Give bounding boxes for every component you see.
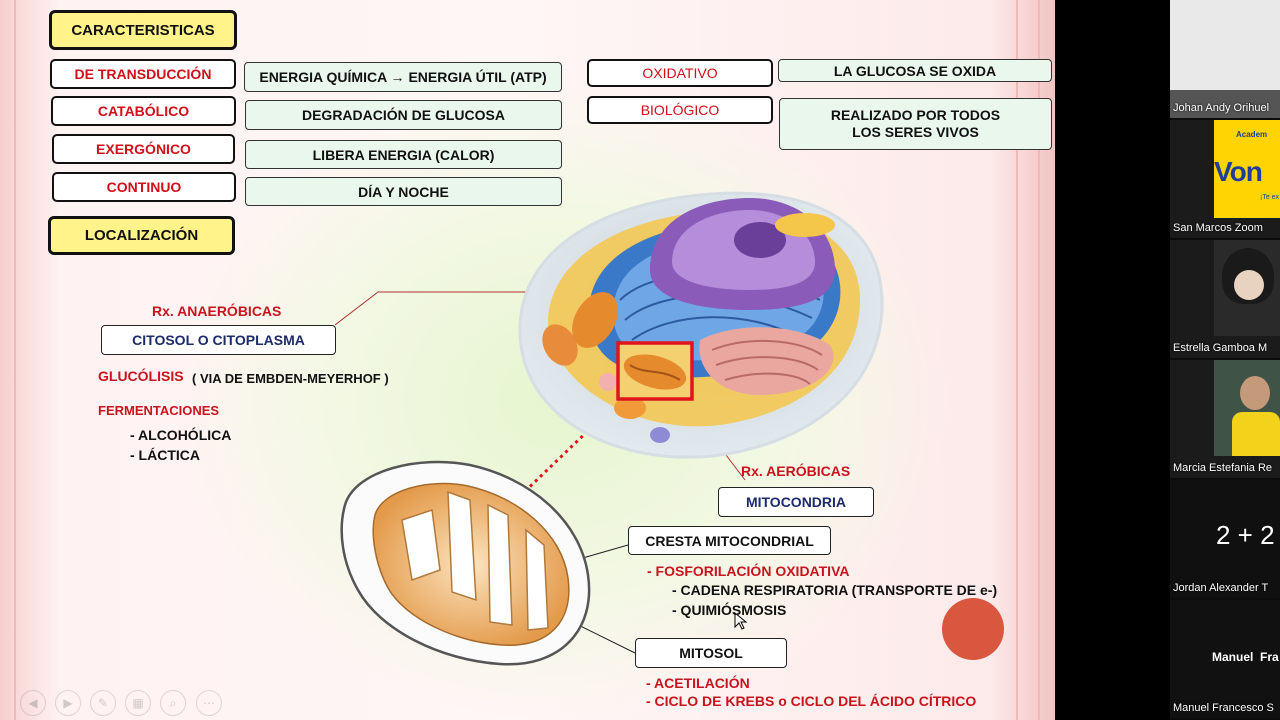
participant-name: Johan Andy Orihuel bbox=[1173, 102, 1270, 114]
cadena-respiratoria: - CADENA RESPIRATORIA (TRANSPORTE DE e-) bbox=[672, 582, 998, 598]
mitosol-box: MITOSOL bbox=[635, 638, 787, 668]
term-biologico: BIOLÓGICO bbox=[587, 96, 773, 124]
term-de-transduccion: DE TRANSDUCCIÓN bbox=[50, 59, 236, 89]
acetilacion: - ACETILACIÓN bbox=[646, 675, 750, 691]
participant-tile-4[interactable]: Marcia Estefania Re bbox=[1170, 360, 1280, 480]
quimiosmosis: - QUIMIÓSMOSIS bbox=[672, 602, 787, 618]
mitochondrion-illustration bbox=[340, 460, 591, 666]
term-oxidativo: OXIDATIVO bbox=[587, 59, 773, 87]
participant-name: San Marcos Zoom bbox=[1173, 222, 1263, 234]
location-citosol: CITOSOL O CITOPLASMA bbox=[101, 325, 336, 355]
logo-top-text: Academ bbox=[1236, 130, 1268, 139]
desc-biologico: REALIZADO POR TODOS LOS SERES VIVOS bbox=[779, 98, 1052, 150]
presentation-slide: CARACTERISTICAS DE TRANSDUCCIÓN CATABÓLI… bbox=[0, 0, 1055, 720]
tile-text: Manuel Fra bbox=[1212, 650, 1279, 664]
participant-video bbox=[1214, 360, 1280, 456]
animal-cell-illustration bbox=[518, 191, 884, 459]
cresta-mitocondrial-box: CRESTA MITOCONDRIAL bbox=[628, 526, 831, 555]
play-icon[interactable]: ▶ bbox=[55, 690, 81, 716]
participant-video bbox=[1214, 240, 1280, 336]
aerobic-heading: Rx. AERÓBICAS bbox=[741, 463, 851, 479]
more-icon[interactable]: ⋯ bbox=[196, 690, 222, 716]
term-continuo: CONTINUO bbox=[52, 172, 236, 202]
glucolisis-label: GLUCÓLISIS bbox=[98, 368, 184, 384]
logo-tag-text: ¡Te ex bbox=[1260, 194, 1280, 201]
desc-exergonico: LIBERA ENERGIA (CALOR) bbox=[245, 140, 562, 169]
ferm-lactica: - LÁCTICA bbox=[130, 447, 200, 463]
logo-text: Von bbox=[1214, 156, 1263, 187]
term-catabolico: CATABÓLICO bbox=[51, 96, 236, 126]
participant-tile-1[interactable]: Johan Andy Orihuel bbox=[1170, 0, 1280, 120]
term-exergonico: EXERGÓNICO bbox=[52, 134, 235, 164]
desc-oxidativo: LA GLUCOSA SE OXIDA bbox=[778, 59, 1052, 82]
slide-border-right bbox=[1016, 0, 1018, 720]
participant-tile-5[interactable]: 2 + 2 Jordan Alexander T bbox=[1170, 480, 1280, 600]
participant-tile-2[interactable]: Academ Von ¡Te ex San Marcos Zoom bbox=[1170, 120, 1280, 240]
desc-continuo: DÍA Y NOCHE bbox=[245, 177, 562, 206]
slides-icon[interactable]: ▦ bbox=[125, 690, 151, 716]
highlight-box bbox=[616, 341, 694, 401]
illustration-layer bbox=[334, 191, 1004, 666]
mouse-cursor-icon bbox=[734, 611, 748, 630]
participant-tile-6[interactable]: Manuel Fra Manuel Francesco S bbox=[1170, 600, 1280, 720]
back-icon[interactable]: ◀ bbox=[20, 690, 46, 716]
fermentaciones-label: FERMENTACIONES bbox=[98, 403, 220, 418]
participant-name: Manuel Francesco S bbox=[1173, 702, 1274, 714]
zoom-icon[interactable]: ⌕ bbox=[160, 690, 186, 716]
fosforilacion-label: - FOSFORILACIÓN OXIDATIVA bbox=[647, 563, 850, 579]
location-mitocondria: MITOCONDRIA bbox=[718, 487, 874, 517]
participants-panel: Johan Andy Orihuel Academ Von ¡Te ex San… bbox=[1170, 0, 1280, 720]
header-localizacion: LOCALIZACIÓN bbox=[48, 216, 235, 255]
desc-de-transduccion: ENERGIA QUÍMICA → ENERGIA ÚTIL (ATP) bbox=[244, 62, 562, 92]
participant-name: Marcia Estefania Re bbox=[1173, 462, 1273, 474]
desc-catabolico: DEGRADACIÓN DE GLUCOSA bbox=[245, 100, 562, 130]
slide-border-left bbox=[14, 0, 16, 720]
participant-name: Jordan Alexander T bbox=[1173, 582, 1269, 594]
slide-border-right-2 bbox=[1038, 0, 1040, 720]
laser-pointer bbox=[942, 598, 1004, 660]
header-caracteristicas: CARACTERISTICAS bbox=[49, 10, 237, 50]
anaerobic-heading: Rx. ANAERÓBICAS bbox=[152, 303, 282, 319]
participant-name: Estrella Gamboa M bbox=[1173, 342, 1268, 354]
participant-tile-3[interactable]: Estrella Gamboa M bbox=[1170, 240, 1280, 360]
pen-icon[interactable]: ✎ bbox=[90, 690, 116, 716]
ciclo-de-krebs: - CICLO DE KREBS o CICLO DEL ÁCIDO CÍTRI… bbox=[646, 693, 977, 709]
tile-text: 2 + 2 bbox=[1216, 520, 1275, 550]
ferm-alcoholica: - ALCOHÓLICA bbox=[130, 427, 232, 443]
glucolisis-note: ( VIA DE EMBDEN-MEYERHOF ) bbox=[192, 371, 389, 386]
vonneuman-logo: Academ Von ¡Te ex bbox=[1214, 120, 1280, 218]
tile-shade bbox=[1170, 90, 1280, 118]
